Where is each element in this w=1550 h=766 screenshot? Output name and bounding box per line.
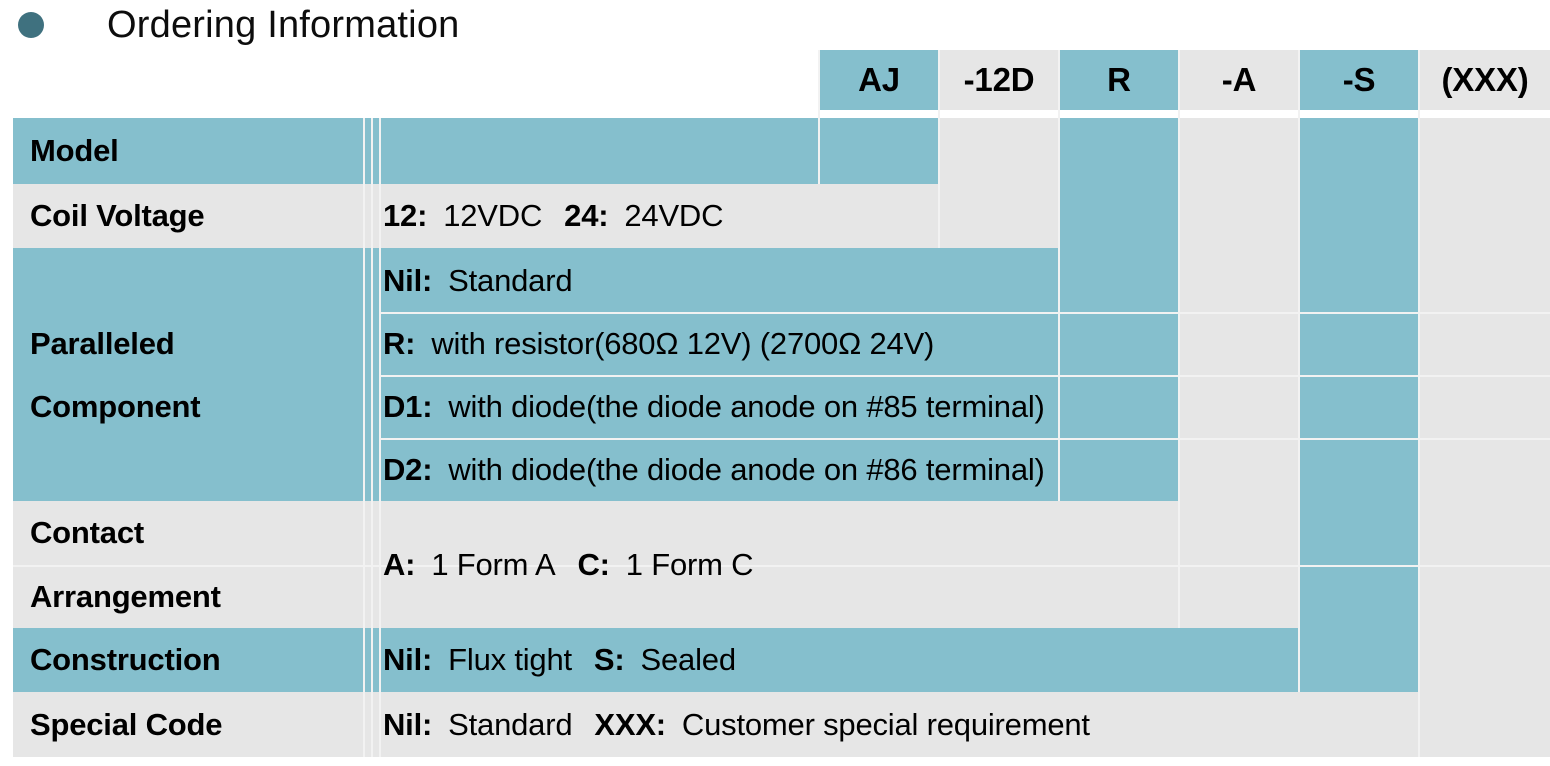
option-paralleled-nil: Nil: Standard — [383, 249, 1183, 312]
row-special-fill — [13, 692, 1550, 757]
row-paralleled-fill — [13, 248, 1180, 501]
option-special-code: Nil: Standard XXX: Customer special require… — [383, 692, 1383, 757]
row-coil-fill-xxx — [1420, 184, 1550, 248]
gridline-h-r3-c — [380, 438, 1550, 440]
option-code-r-par: R: — [383, 325, 416, 361]
option-desc-nil-con: Flux tight — [448, 642, 572, 677]
row-paralleled-fill-xxx — [1420, 248, 1550, 501]
gridline-v-col-aj — [818, 50, 820, 184]
gridline-v-left-3 — [379, 118, 381, 757]
option-code-nil-spec: Nil: — [383, 706, 433, 742]
option-code-xxx: XXX: — [594, 706, 666, 742]
option-desc-nil-spec: Standard — [448, 706, 573, 742]
option-code-12: 12: — [383, 198, 428, 233]
row-label-paralleled: Paralleled — [30, 325, 175, 361]
row-label-arrangement: Arrangement — [30, 578, 221, 614]
option-desc-xxx: Customer special requirement — [681, 706, 1090, 742]
option-desc-d1: with diode(the diode anode on #85 termin… — [448, 388, 1045, 424]
option-desc-c: 1 Form C — [625, 547, 754, 582]
gridline-h-r3-b — [380, 375, 1550, 377]
option-contact-arrangement: A: 1 Form A C: 1 Form C — [383, 533, 1183, 597]
pn-cell-a-fill — [1180, 50, 1298, 110]
pn-cell-s-fill — [1300, 50, 1418, 110]
row-label-contact: Contact — [30, 515, 144, 550]
gridline-v-col-a — [1178, 50, 1180, 628]
option-paralleled-r: R: with resistor(680Ω 12V) (2700Ω 24V) — [383, 312, 1183, 375]
row-coil-fill-r — [1060, 184, 1178, 248]
option-desc-s: Sealed — [640, 642, 737, 677]
row-model-fill — [13, 118, 938, 184]
row-contact-fill-xxx — [1420, 501, 1550, 628]
slide-title-row: Ordering Information — [0, 0, 800, 50]
option-paralleled-d2: D2: with diode(the diode anode on #86 ter… — [383, 438, 1183, 501]
row-model-fill-12d — [940, 118, 1058, 184]
option-coil-voltage: 12: 12VDC 24: 24VDC — [383, 184, 1043, 248]
row-label-special-code: Special Code — [30, 706, 223, 742]
row-contact-fill-s — [1300, 501, 1418, 628]
option-construction: Nil: Flux tight S: Sealed — [383, 628, 1183, 692]
option-desc-r-par: with resistor(680Ω 12V) (2700Ω 24V) — [431, 325, 935, 361]
row-model-fill-r — [1060, 118, 1178, 184]
row-construction-fill-xxx — [1420, 628, 1550, 692]
pn-segment-r: R — [1107, 61, 1131, 98]
option-code-s: S: — [593, 642, 625, 677]
row-label-construction: Construction — [30, 642, 221, 677]
option-desc-d2: with diode(the diode anode on #86 termin… — [448, 451, 1045, 487]
row-label-model: Model — [30, 133, 119, 168]
pn-segment-s: -S — [1342, 61, 1376, 98]
bullet-icon — [18, 12, 44, 38]
option-paralleled-d1: D1: with diode(the diode anode on #85 ter… — [383, 375, 1183, 438]
option-desc-12: 12VDC — [443, 198, 543, 233]
row-coil-fill-s — [1300, 184, 1418, 248]
row-contact-fill — [13, 501, 1300, 628]
row-paralleled-fill-s — [1300, 248, 1418, 501]
page-title: Ordering Information — [107, 3, 460, 46]
pn-segment-12d: -12D — [963, 61, 1035, 98]
row-coil-fill — [13, 184, 1060, 248]
gridline-v-col-s — [1298, 50, 1300, 692]
row-model-fill-a — [1180, 118, 1298, 184]
option-code-a: A: — [383, 547, 416, 582]
row-model-fill-xxx — [1420, 118, 1550, 184]
pn-segment-aj: AJ — [858, 61, 900, 98]
gridline-v-col-12d — [938, 50, 940, 248]
pn-cell-12d-fill — [940, 50, 1058, 110]
row-coil-fill-a — [1180, 184, 1298, 248]
option-code-c: C: — [577, 547, 610, 582]
gridline-v-col-xxx — [1418, 50, 1420, 757]
option-desc-a: 1 Form A — [431, 547, 556, 582]
option-code-24: 24: — [564, 198, 609, 233]
pn-cell-r-fill — [1060, 50, 1178, 110]
gridline-h-r4-a — [13, 565, 1550, 567]
pn-cell-aj-fill — [820, 50, 938, 110]
option-desc-24: 24VDC — [624, 198, 724, 233]
pn-cell-xxx-fill — [1420, 50, 1550, 110]
option-code-d1: D1: — [383, 388, 433, 424]
row-model-fill-s — [1300, 118, 1418, 184]
pn-segment-a: -A — [1221, 61, 1257, 98]
row-construction-fill — [13, 628, 1418, 692]
row-paralleled-fill-a — [1180, 248, 1298, 501]
gridline-h-r3-a — [380, 312, 1550, 314]
row-label-component: Component — [30, 388, 201, 424]
option-code-nil-con: Nil: — [383, 642, 433, 677]
pn-segment-xxx: (XXX) — [1441, 61, 1529, 98]
gridline-v-col-r — [1058, 50, 1060, 501]
row-label-coil-voltage: Coil Voltage — [30, 198, 205, 233]
option-desc-nil-par: Standard — [448, 262, 573, 298]
option-code-nil-par: Nil: — [383, 262, 433, 298]
option-code-d2: D2: — [383, 451, 433, 487]
gridline-v-left-2 — [371, 118, 373, 757]
gridline-v-left-1 — [363, 118, 365, 757]
